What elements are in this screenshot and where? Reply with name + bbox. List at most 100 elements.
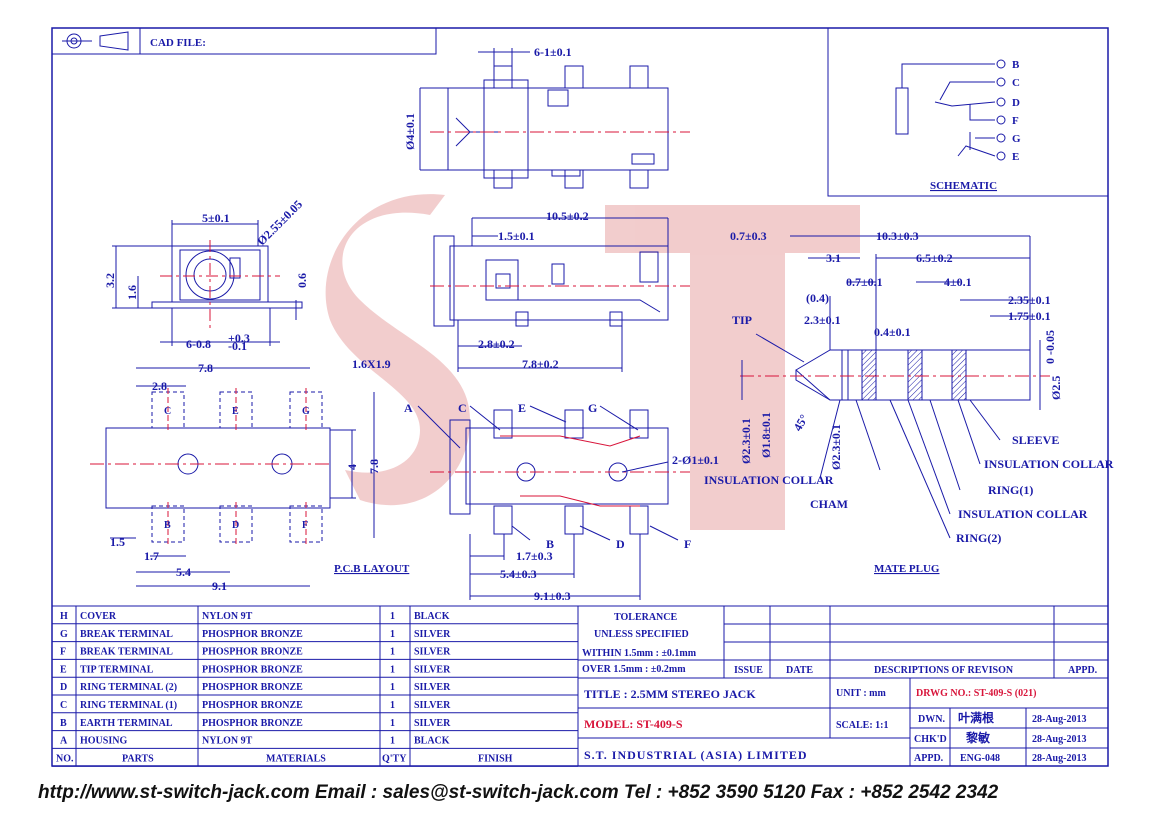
- plug-dim-5: 4±0.1: [944, 275, 972, 289]
- appd-label: APPD.: [914, 753, 944, 764]
- plug-dim-1: 10.3±0.3: [876, 229, 919, 243]
- pcb-dim-3: 1.6X1.9: [352, 357, 391, 371]
- plug-label-collar-1: INSULATION COLLAR: [984, 457, 1114, 471]
- plug-label-sleeve: SLEEVE: [1012, 433, 1059, 447]
- parts-cell-no: A: [60, 736, 68, 747]
- top-dim-dia: Ø4±0.1: [403, 113, 417, 150]
- parts-cell-qty: 1: [390, 647, 395, 658]
- parts-cell-no: E: [60, 664, 67, 675]
- pcb-pad-label: E: [232, 406, 239, 417]
- parts-cell-material: PHOSPHOR BRONZE: [202, 664, 303, 675]
- bottom-dim-2: 5.4±0.3: [500, 567, 537, 581]
- appd-name: ENG-048: [960, 753, 1000, 764]
- parts-header-finish: FINISH: [478, 753, 513, 764]
- side-dim-h: 3.2: [103, 273, 117, 288]
- parts-cell-part: BREAK TERMINAL: [80, 629, 173, 640]
- rev-issue: ISSUE: [734, 665, 763, 676]
- front-dim-1: 1.5±0.1: [498, 229, 535, 243]
- pcb-dim-4: 4: [345, 464, 359, 470]
- tolerance-within: WITHIN 1.5mm : ±0.1mm: [582, 648, 697, 659]
- side-dim-dia: Ø2.55±0.05: [254, 197, 305, 248]
- pcb-title: P.C.B LAYOUT: [334, 563, 410, 575]
- parts-cell-qty: 1: [390, 718, 395, 729]
- tolerance-over: OVER 1.5mm : ±0.2mm: [582, 664, 686, 675]
- schematic-pin-label: B: [1012, 59, 1020, 71]
- parts-cell-material: PHOSPHOR BRONZE: [202, 682, 303, 693]
- parts-cell-part: BREAK TERMINAL: [80, 647, 173, 658]
- top-dim-pin: 6-1±0.1: [534, 45, 572, 59]
- bottom-view: [417, 405, 690, 600]
- plug-dia-main: Ø2.5: [1049, 376, 1063, 400]
- rev-desc: DESCRIPTIONS OF REVISON: [874, 665, 1014, 676]
- parts-cell-material: NYLON 9T: [202, 736, 253, 747]
- parts-cell-qty: 1: [390, 629, 395, 640]
- callout-e: E: [518, 401, 526, 415]
- parts-cell-finish: SILVER: [414, 629, 451, 640]
- front-dim-3: 7.8±0.2: [522, 357, 559, 371]
- chk-label: CHK'D: [914, 734, 947, 745]
- contact-footer: http://www.st-switch-jack.com Email : sa…: [38, 782, 999, 803]
- parts-cell-part: RING TERMINAL (2): [80, 682, 177, 693]
- callout-f: F: [684, 537, 691, 551]
- parts-cell-finish: BLACK: [414, 736, 450, 747]
- callout-a: A: [404, 401, 413, 415]
- plug-dia-tol: 0 -0.05: [1043, 330, 1057, 364]
- pcb-dim-6: 1.5: [110, 535, 125, 549]
- parts-cell-part: TIP TERMINAL: [80, 664, 154, 675]
- mate-plug: [740, 235, 1050, 539]
- cad-file-label: CAD FILE:: [150, 37, 206, 49]
- parts-cell-no: H: [60, 611, 68, 622]
- drawing-unit: UNIT : mm: [836, 688, 886, 699]
- plug-label-tip: TIP: [732, 313, 752, 327]
- schematic-pin-label: E: [1012, 151, 1019, 163]
- drawing-model: MODEL: ST-409-S: [584, 717, 683, 731]
- plug-label-collar-3: INSULATION COLLAR: [958, 507, 1088, 521]
- pcb-dim-9: 9.1: [212, 579, 227, 593]
- parts-cell-part: COVER: [80, 611, 117, 622]
- tolerance-subtitle: UNLESS SPECIFIED: [594, 629, 689, 640]
- plug-dim-7: 2.35±0.1: [1008, 293, 1051, 307]
- parts-cell-qty: 1: [390, 611, 395, 622]
- parts-cell-finish: SILVER: [414, 718, 451, 729]
- plug-dim-2: 3.1: [826, 251, 841, 265]
- parts-cell-finish: SILVER: [414, 682, 451, 693]
- drawing-title: TITLE : 2.5MM STEREO JACK: [584, 687, 756, 701]
- schematic-pin-e: [996, 151, 1006, 161]
- schematic-title: SCHEMATIC: [930, 180, 997, 192]
- parts-cell-part: RING TERMINAL (1): [80, 700, 177, 711]
- parts-cell-material: PHOSPHOR BRONZE: [202, 718, 303, 729]
- cad-header: CAD FILE:: [51, 27, 437, 55]
- schematic-pin-d: [996, 97, 1006, 107]
- st-watermark: [325, 194, 860, 530]
- parts-cell-no: C: [60, 700, 67, 711]
- parts-cell-part: EARTH TERMINAL: [80, 718, 173, 729]
- top-view: [419, 48, 690, 189]
- plug-title: MATE PLUG: [874, 563, 940, 575]
- sheet-border: [51, 27, 1109, 767]
- callout-g: G: [588, 401, 597, 415]
- pcb-pad-label: D: [232, 520, 239, 531]
- schematic-pin-label: F: [1012, 115, 1019, 127]
- parts-cell-finish: SILVER: [414, 647, 451, 658]
- schematic-pin-label: G: [1012, 133, 1021, 145]
- side-view: [112, 220, 303, 346]
- parts-header-material: MATERIALS: [266, 753, 326, 764]
- bottom-dim-1: 1.7±0.3: [516, 549, 553, 563]
- title-block: [52, 605, 1108, 766]
- side-tol-minus: -0.1: [228, 339, 247, 353]
- schematic-pin-f: [996, 115, 1006, 125]
- side-tol-plus: +0.3: [228, 331, 250, 345]
- parts-cell-qty: 1: [390, 736, 395, 747]
- plug-label-collar-2: INSULATION COLLAR: [704, 473, 834, 487]
- schematic-pin-c: [996, 77, 1006, 87]
- parts-cell-finish: SILVER: [414, 700, 451, 711]
- chk-name: 黎敏: [966, 730, 991, 745]
- parts-header-no: NO.: [56, 753, 74, 764]
- bottom-dim-3: 9.1±0.3: [534, 589, 571, 603]
- parts-cell-qty: 1: [390, 682, 395, 693]
- parts-cell-no: F: [60, 647, 66, 658]
- parts-cell-no: D: [60, 682, 67, 693]
